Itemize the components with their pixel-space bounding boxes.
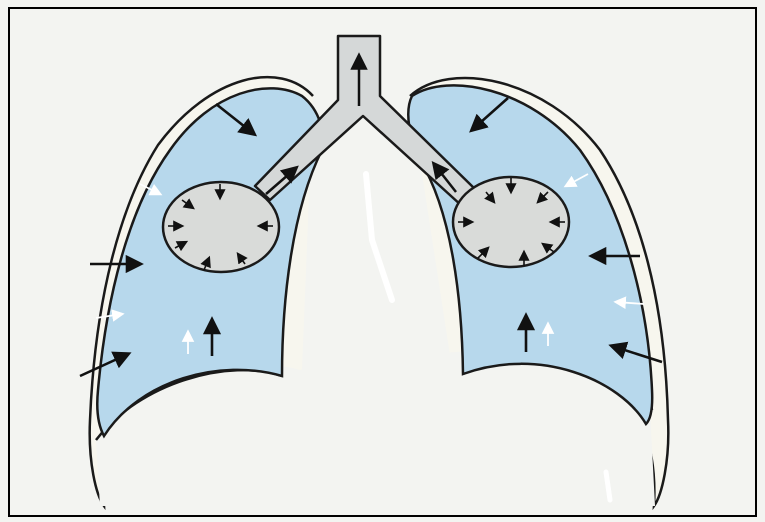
left-alveolus bbox=[163, 182, 279, 272]
